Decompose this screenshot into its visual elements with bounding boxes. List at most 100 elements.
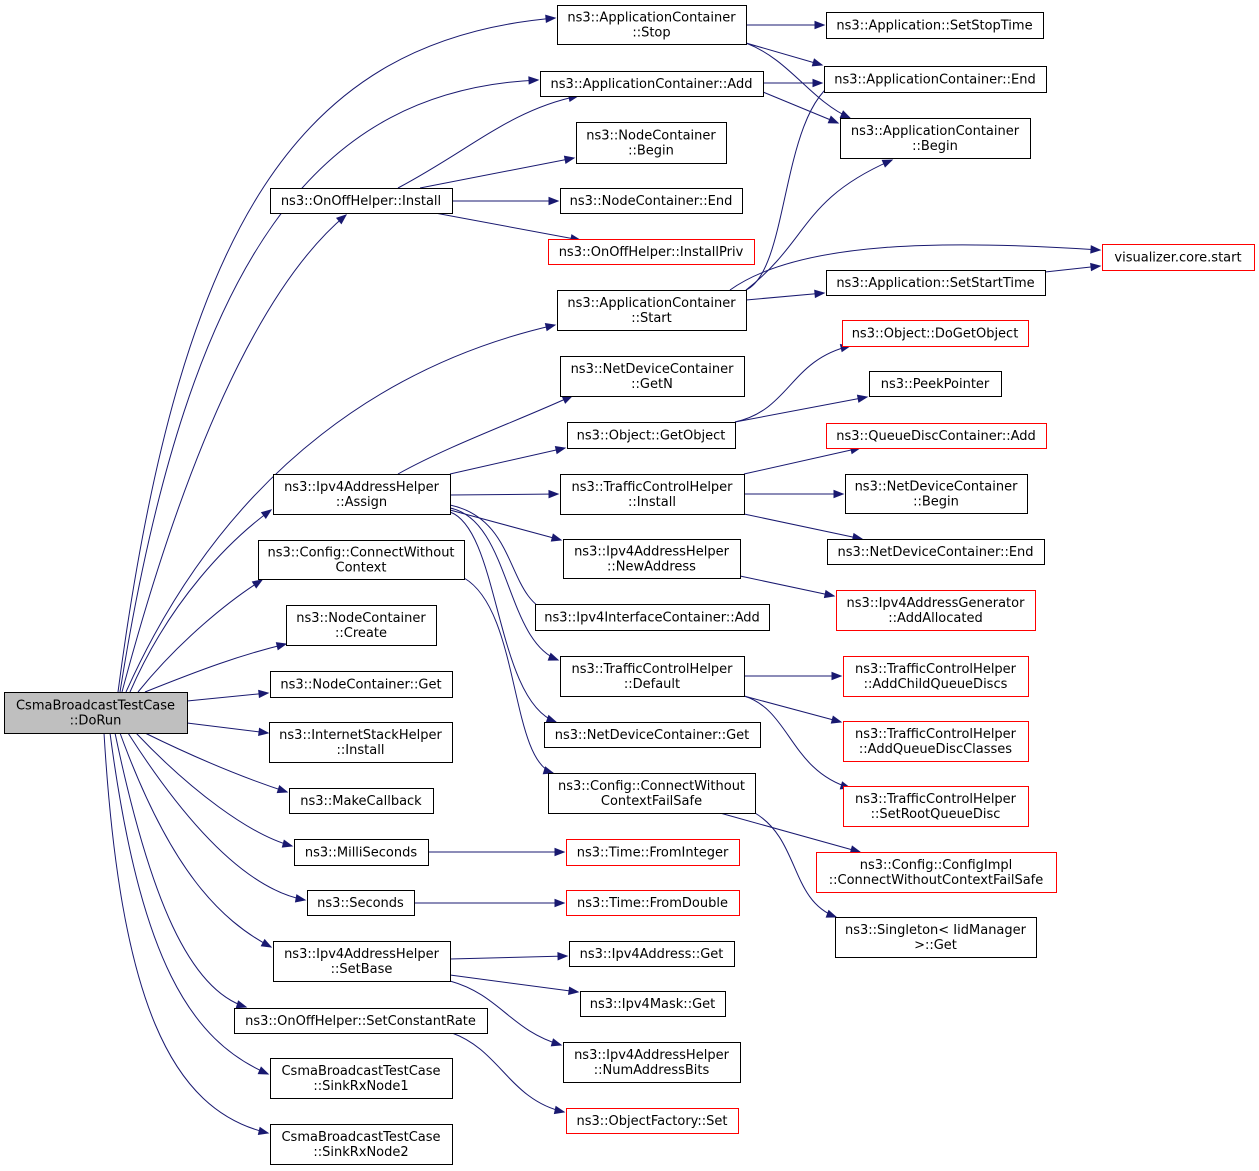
- node-label-line: ns3::Singleton< IidManager: [845, 923, 1027, 938]
- arrow-head-icon: [260, 509, 273, 520]
- node-makecallback[interactable]: ns3::MakeCallback: [289, 788, 434, 814]
- node-ipv4ah-numbits[interactable]: ns3::Ipv4AddressHelper::NumAddressBits: [563, 1042, 741, 1083]
- node-cfg-cwc[interactable]: ns3::Config::ConnectWithoutContext: [258, 540, 465, 580]
- node-label-line: ns3::NetDeviceContainer::Get: [555, 728, 750, 743]
- edge-root-to-sinkrx1: [109, 732, 270, 1075]
- node-label-line: ns3::Ipv4Address::Get: [580, 947, 724, 962]
- edge-onoff_setcr-to-objfactory_set: [451, 1032, 566, 1115]
- node-label-line: ns3::Config::ConnectWithout: [558, 779, 745, 794]
- node-time-fromint[interactable]: ns3::Time::FromInteger: [566, 839, 740, 866]
- node-label-line: ::Stop: [632, 26, 670, 41]
- node-appc-add[interactable]: ns3::ApplicationContainer::Add: [540, 71, 764, 97]
- node-nodec-create[interactable]: ns3::NodeContainer::Create: [286, 605, 437, 646]
- node-obj-dogetobject[interactable]: ns3::Object::DoGetObject: [842, 320, 1029, 347]
- node-appc-start[interactable]: ns3::ApplicationContainer::Start: [557, 290, 747, 331]
- node-box: [258, 540, 465, 580]
- node-cfg-cwcfs[interactable]: ns3::Config::ConnectWithoutContextFailSa…: [548, 773, 756, 814]
- node-nodec-end[interactable]: ns3::NodeContainer::End: [560, 188, 743, 214]
- node-label-line: ::Begin: [912, 139, 958, 154]
- node-tch-addchild[interactable]: ns3::TrafficControlHelper::AddChildQueue…: [843, 656, 1029, 697]
- arrow-head-icon: [823, 589, 836, 599]
- node-label-line: CsmaBroadcastTestCase: [281, 1064, 440, 1079]
- node-box: [835, 917, 1037, 958]
- node-label-line: ::Default: [624, 677, 680, 692]
- arrow-head-icon: [550, 1038, 563, 1047]
- node-milliseconds[interactable]: ns3::MilliSeconds: [294, 839, 429, 866]
- node-appc-begin[interactable]: ns3::ApplicationContainer::Begin: [840, 118, 1031, 159]
- node-onoff-installpriv[interactable]: ns3::OnOffHelper::InstallPriv: [548, 239, 755, 265]
- node-app-setstoptime[interactable]: ns3::Application::SetStopTime: [826, 12, 1044, 39]
- node-label-line: ns3::TrafficControlHelper: [571, 662, 733, 677]
- node-label-line: ns3::ApplicationContainer: [567, 296, 736, 311]
- edge-line: [109, 732, 269, 1075]
- node-ish-install[interactable]: ns3::InternetStackHelper::Install: [269, 722, 453, 763]
- node-label-line: Context: [336, 561, 387, 576]
- node-tch-install[interactable]: ns3::TrafficControlHelper::Install: [560, 474, 745, 515]
- edge-tch_install-to-ndc_begin: [744, 489, 845, 499]
- node-box: [566, 890, 740, 916]
- node-ipv4ah-newaddr[interactable]: ns3::Ipv4AddressHelper::NewAddress: [563, 539, 741, 579]
- arrow-head-icon: [839, 110, 852, 119]
- function-nodes: CsmaBroadcastTestCase::DoRun ns3::Applica…: [4, 5, 1255, 1165]
- node-tch-addqdclasses[interactable]: ns3::TrafficControlHelper::AddQueueDiscC…: [843, 721, 1029, 762]
- node-label-line: ::Begin: [913, 495, 959, 510]
- edge-line: [186, 692, 269, 702]
- node-onoff-setcr[interactable]: ns3::OnOffHelper::SetConstantRate: [234, 1008, 488, 1034]
- node-obj-getobject[interactable]: ns3::Object::GetObject: [567, 422, 736, 449]
- node-app-setstarttime[interactable]: ns3::Application::SetStartTime: [826, 270, 1046, 296]
- arrow-head-icon: [563, 155, 576, 164]
- node-tch-setroot[interactable]: ns3::TrafficControlHelper::SetRootQueueD…: [843, 786, 1029, 827]
- node-appc-end[interactable]: ns3::ApplicationContainer::End: [824, 66, 1047, 93]
- node-ipv4ag-addalloc[interactable]: ns3::Ipv4AddressGenerator::AddAllocated: [836, 590, 1036, 631]
- node-qdc-add[interactable]: ns3::QueueDiscContainer::Add: [826, 423, 1047, 449]
- node-ipv4mask-get[interactable]: ns3::Ipv4Mask::Get: [580, 991, 726, 1017]
- node-peekpointer[interactable]: ns3::PeekPointer: [869, 371, 1002, 397]
- edge-line: [449, 507, 559, 661]
- node-label-line: ns3::MilliSeconds: [305, 846, 418, 861]
- node-nodec-get[interactable]: ns3::NodeContainer::Get: [270, 671, 453, 698]
- edge-line: [103, 732, 269, 1134]
- node-seconds[interactable]: ns3::Seconds: [307, 890, 415, 916]
- node-vis-start[interactable]: visualizer.core.start: [1102, 244, 1255, 271]
- node-cfgimpl[interactable]: ns3::Config::ConfigImpl::ConnectWithoutC…: [816, 852, 1057, 893]
- node-nodec-begin[interactable]: ns3::NodeContainer::Begin: [576, 122, 727, 164]
- node-sinkrx1[interactable]: CsmaBroadcastTestCase::SinkRxNode1: [270, 1058, 453, 1099]
- node-box: [234, 1008, 488, 1034]
- node-label-line: ns3::NetDeviceContainer: [855, 480, 1019, 495]
- node-objfactory-set[interactable]: ns3::ObjectFactory::Set: [566, 1108, 739, 1134]
- node-singleton-get[interactable]: ns3::Singleton< IidManager >::Get: [835, 917, 1037, 958]
- node-ndc-getn[interactable]: ns3::NetDeviceContainer::GetN: [560, 356, 745, 397]
- node-ipv4ah-assign[interactable]: ns3::Ipv4AddressHelper::Assign: [273, 474, 451, 515]
- edge-line: [117, 17, 556, 693]
- node-ipv4ic-add[interactable]: ns3::Ipv4InterfaceContainer::Add: [535, 604, 770, 631]
- node-label-line: >::Get: [914, 938, 957, 953]
- node-label-line: ::SetBase: [331, 962, 393, 977]
- node-ndc-end[interactable]: ns3::NetDeviceContainer::End: [827, 539, 1045, 565]
- edge-line: [129, 509, 272, 693]
- node-label-line: ns3::NodeContainer: [296, 611, 426, 626]
- arrow-head-icon: [276, 785, 289, 794]
- node-ndc-begin[interactable]: ns3::NetDeviceContainer::Begin: [845, 474, 1028, 514]
- node-time-fromdouble[interactable]: ns3::Time::FromDouble: [566, 890, 740, 916]
- arrow-head-icon: [814, 289, 826, 299]
- node-label-line: ns3::Ipv4AddressHelper: [574, 545, 730, 560]
- node-box: [826, 270, 1046, 296]
- node-ipv4addr-get[interactable]: ns3::Ipv4Address::Get: [569, 941, 735, 967]
- node-box: [269, 722, 453, 763]
- node-onoff-install[interactable]: ns3::OnOffHelper::Install: [270, 188, 453, 214]
- edge-ipv4ah_assign-to-ipv4ic_add: [449, 504, 554, 615]
- node-root[interactable]: CsmaBroadcastTestCase::DoRun: [4, 692, 188, 734]
- node-sinkrx2[interactable]: CsmaBroadcastTestCase::SinkRxNode2: [270, 1124, 453, 1165]
- node-box: [840, 118, 1031, 159]
- edge-line: [745, 42, 851, 119]
- node-label-line: ns3::MakeCallback: [300, 794, 422, 809]
- node-tch-default[interactable]: ns3::TrafficControlHelper::Default: [560, 656, 745, 697]
- node-box: [560, 356, 745, 397]
- node-appc-stop[interactable]: ns3::ApplicationContainer::Stop: [557, 5, 747, 45]
- node-ndc-get[interactable]: ns3::NetDeviceContainer::Get: [544, 722, 761, 748]
- edge-cfg_cwcfs-to-cfgimpl: [719, 812, 862, 854]
- node-ipv4ah-setbase[interactable]: ns3::Ipv4AddressHelper::SetBase: [273, 941, 451, 982]
- node-label-line: ns3::TrafficControlHelper: [571, 480, 733, 495]
- node-box: [294, 839, 429, 866]
- node-label-line: ::AddAllocated: [888, 611, 982, 626]
